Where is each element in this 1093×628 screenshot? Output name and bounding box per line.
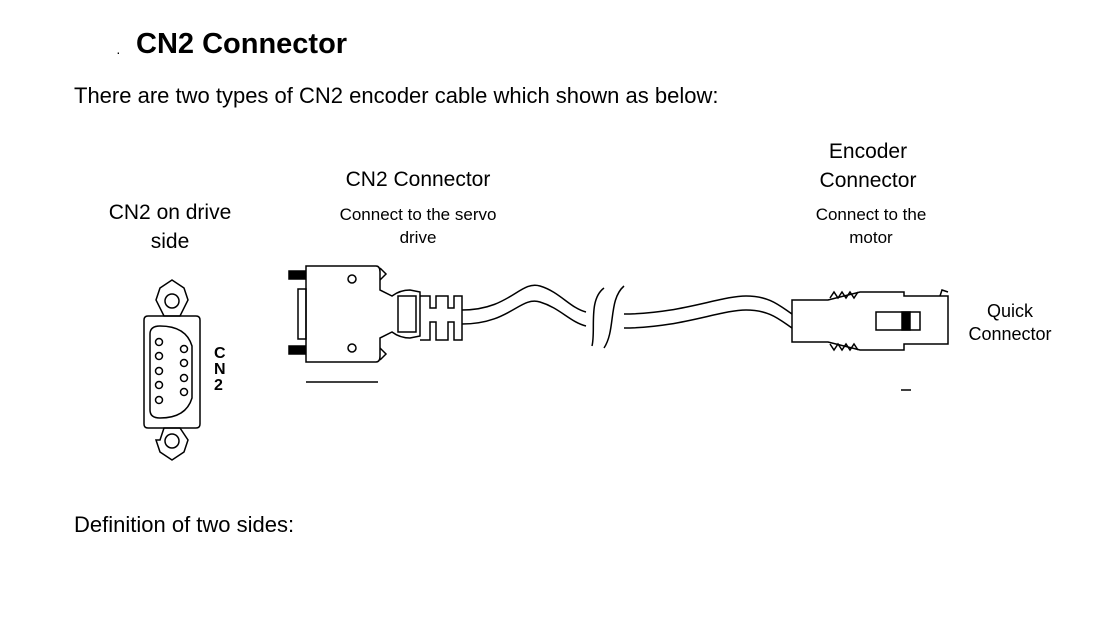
port-marking-n: N (214, 361, 226, 378)
definition-text: Definition of two sides: (74, 512, 295, 537)
port-top-screw (155, 279, 189, 317)
cable-break-right (603, 285, 625, 349)
port-marking-2: 2 (214, 377, 223, 394)
cn2-connector-label: CN2 Connector (345, 168, 491, 191)
encoder-connector-sub: Connect to the motor (788, 203, 954, 249)
encoder-label-line2: Connector (819, 169, 917, 192)
encoder-connector-label: Encoder Connector (788, 137, 948, 195)
encoder-sub-line1: Connect to the (815, 205, 927, 224)
section-title: CN2 Connector (136, 28, 348, 60)
drive-side-label: CN2 on drive side (90, 198, 250, 256)
cn2-connector-sub: Connect to the servo drive (308, 203, 528, 249)
quick-label-line1: Quick (986, 301, 1033, 321)
port-bottom-screw-hole (164, 433, 180, 449)
intro-text: There are two types of CN2 encoder cable… (74, 83, 719, 108)
cn2-connector-sub-line1: Connect to the servo (339, 205, 497, 224)
drive-port-icon (143, 279, 201, 461)
bullet: · (116, 44, 121, 60)
port-marking-c: C (214, 345, 226, 362)
quick-label-line2: Connector (968, 324, 1052, 344)
port-top-screw-hole (164, 293, 180, 309)
cable-break-left (591, 287, 605, 347)
drive-side-label-line2: side (150, 230, 190, 253)
encoder-connector-icon (791, 289, 949, 391)
port-shell (149, 325, 193, 419)
port-bottom-screw (154, 427, 189, 461)
cn2-plug-icon (288, 265, 463, 383)
drive-side-label-line1: CN2 on drive (108, 201, 232, 224)
cn2-connector-sub-line2: drive (399, 228, 437, 247)
encoder-sub-line2: motor (849, 228, 893, 247)
encoder-label-line1: Encoder (828, 140, 908, 163)
cable (461, 284, 793, 349)
port-body (143, 315, 201, 429)
quick-connector-label: Quick Connector (955, 300, 1065, 346)
